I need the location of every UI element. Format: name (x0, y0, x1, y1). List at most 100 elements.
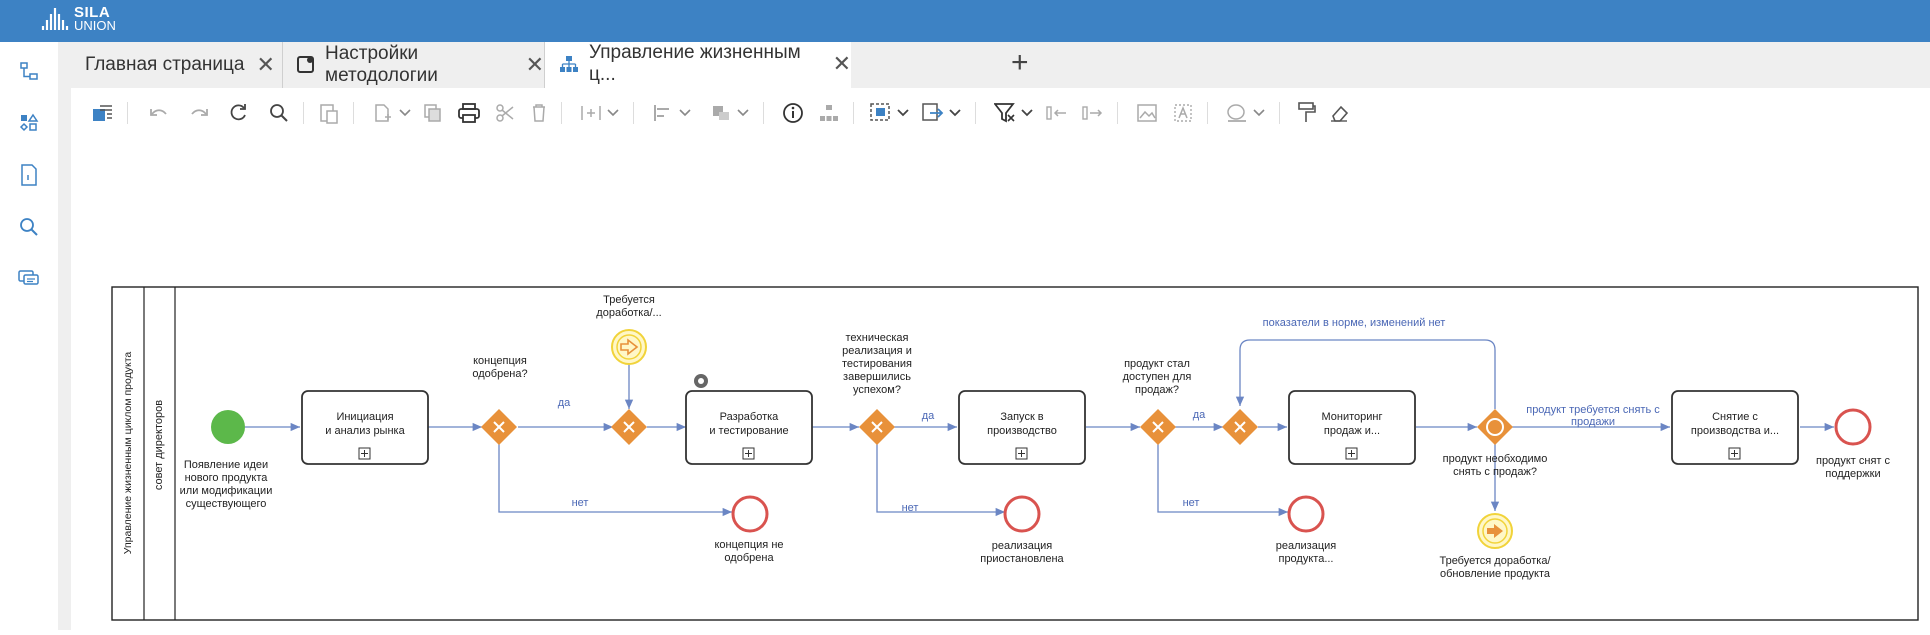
end-event-concept-rejected[interactable] (731, 495, 769, 533)
gateway-merge-rework[interactable] (611, 409, 647, 445)
cut-icon[interactable] (493, 101, 517, 125)
end-event-product-retired[interactable] (1834, 408, 1872, 446)
add-tab-button[interactable]: + (1011, 46, 1029, 79)
print-icon[interactable] (457, 101, 481, 125)
task-initiation[interactable]: Инициация и анализ рынка (301, 390, 429, 465)
new-object-icon[interactable] (371, 101, 395, 125)
properties-icon[interactable] (91, 101, 115, 125)
shape-style-icon[interactable] (1225, 101, 1249, 125)
flow-label-no: нет (572, 497, 589, 509)
redo-icon[interactable] (187, 101, 211, 125)
undo-icon[interactable] (147, 101, 171, 125)
filter-icon[interactable] (993, 101, 1017, 125)
gateway-product-available[interactable] (1140, 409, 1176, 445)
move-left-icon[interactable] (1045, 101, 1069, 125)
refresh-icon[interactable] (227, 101, 251, 125)
shapes-icon[interactable] (18, 112, 40, 134)
eraser-icon[interactable] (1327, 101, 1351, 125)
image-icon[interactable] (1135, 101, 1159, 125)
brand-line1: SILA (74, 4, 111, 21)
chevron-down-icon[interactable] (891, 101, 915, 125)
start-event[interactable] (211, 410, 245, 444)
text-box-icon[interactable] (1171, 101, 1195, 125)
delete-icon[interactable] (527, 101, 551, 125)
task-removal[interactable]: Снятие с производства и... (1671, 390, 1799, 465)
flow-label-indicators-ok: показатели в норме, изменений нет (1263, 317, 1446, 329)
copy-icon[interactable] (421, 101, 445, 125)
structure-icon[interactable] (817, 101, 841, 125)
insert-column-icon[interactable] (579, 101, 603, 125)
task-development[interactable]: Разработка и тестирование (685, 390, 813, 465)
fill-icon[interactable] (709, 101, 733, 125)
intermediate-event-rework-catch[interactable] (611, 329, 647, 365)
flow-label-no: нет (1183, 497, 1200, 509)
paste-icon[interactable] (317, 101, 341, 125)
chevron-down-icon[interactable] (1247, 101, 1271, 125)
end-event-impl-suspended[interactable] (1003, 495, 1041, 533)
chevron-down-icon[interactable] (731, 101, 755, 125)
chevron-down-icon[interactable] (601, 101, 625, 125)
top-bar: SILA UNION (0, 0, 1930, 42)
info-icon[interactable] (781, 101, 805, 125)
task-monitoring-line2: продаж и... (1324, 425, 1380, 437)
gateway-tech-success[interactable] (859, 409, 895, 445)
chevron-down-icon[interactable] (1015, 101, 1039, 125)
select-icon[interactable] (869, 101, 893, 125)
intermediate-event-rework-throw[interactable] (1477, 513, 1513, 549)
task-initiation-line1: Инициация (336, 411, 393, 423)
sila-union-logo[interactable]: SILA UNION (40, 4, 116, 33)
tab-label: Управление жизненным ц... (589, 42, 801, 85)
task-initiation-line2: и анализ рынка (325, 425, 405, 437)
move-right-icon[interactable] (1081, 101, 1105, 125)
chevron-down-icon[interactable] (943, 101, 967, 125)
tab-methodology-settings[interactable]: Настройки методологии ✕ (283, 42, 545, 88)
task-monitoring[interactable]: Мониторинг продаж и... (1288, 390, 1416, 465)
search-icon[interactable] (18, 216, 40, 238)
chevron-down-icon[interactable] (393, 101, 417, 125)
toolbar (71, 88, 1930, 139)
tab-home[interactable]: Главная страница ✕ (71, 42, 283, 88)
task-removal-line2: производства и... (1691, 425, 1779, 437)
left-sidebar (0, 42, 59, 630)
bpmn-diagram[interactable]: Управление жизненным циклом продукта сов… (71, 138, 1930, 630)
chevron-down-icon[interactable] (673, 101, 697, 125)
flow-label-yes: да (1193, 409, 1206, 421)
format-painter-icon[interactable] (1295, 101, 1319, 125)
task-development-line2: и тестирование (709, 425, 788, 437)
rework-throw-label: Требуется доработка/обновление продукта (1439, 555, 1551, 580)
gateway-concept-approved[interactable] (481, 409, 517, 445)
end-event-impl-product[interactable] (1287, 495, 1325, 533)
comments-icon[interactable] (18, 268, 40, 290)
gateway-need-removal[interactable] (1477, 409, 1513, 445)
task-launch-line1: Запуск в (1000, 411, 1043, 423)
tab-label: Настройки методологии (325, 43, 438, 86)
tab-bar: Главная страница ✕ Настройки методологии… (71, 42, 1930, 89)
close-icon[interactable]: ✕ (525, 52, 544, 77)
gateway-merge-monitoring[interactable] (1222, 409, 1258, 445)
search-icon[interactable] (267, 101, 291, 125)
task-development-line1: Разработка (720, 411, 780, 423)
diagram-canvas[interactable]: Управление жизненным циклом продукта сов… (71, 138, 1930, 630)
brand-line2: UNION (74, 18, 116, 33)
document-icon[interactable] (18, 164, 40, 186)
tab-lifecycle-diagram[interactable]: Управление жизненным ц... ✕ (545, 42, 851, 88)
task-launch[interactable]: Запуск в производство (958, 390, 1086, 465)
align-icon[interactable] (651, 101, 675, 125)
flow-label-no: нет (902, 502, 919, 514)
lane-label: совет директоров (153, 400, 165, 490)
task-monitoring-line1: Мониторинг (1321, 411, 1382, 423)
export-icon[interactable] (921, 101, 945, 125)
close-icon[interactable]: ✕ (832, 51, 851, 76)
logo-icon (41, 8, 69, 30)
flow-label-yes: да (922, 410, 935, 422)
process-tree-icon[interactable] (18, 60, 40, 82)
close-icon[interactable]: ✕ (256, 52, 275, 77)
flow-label-yes: да (558, 397, 571, 409)
